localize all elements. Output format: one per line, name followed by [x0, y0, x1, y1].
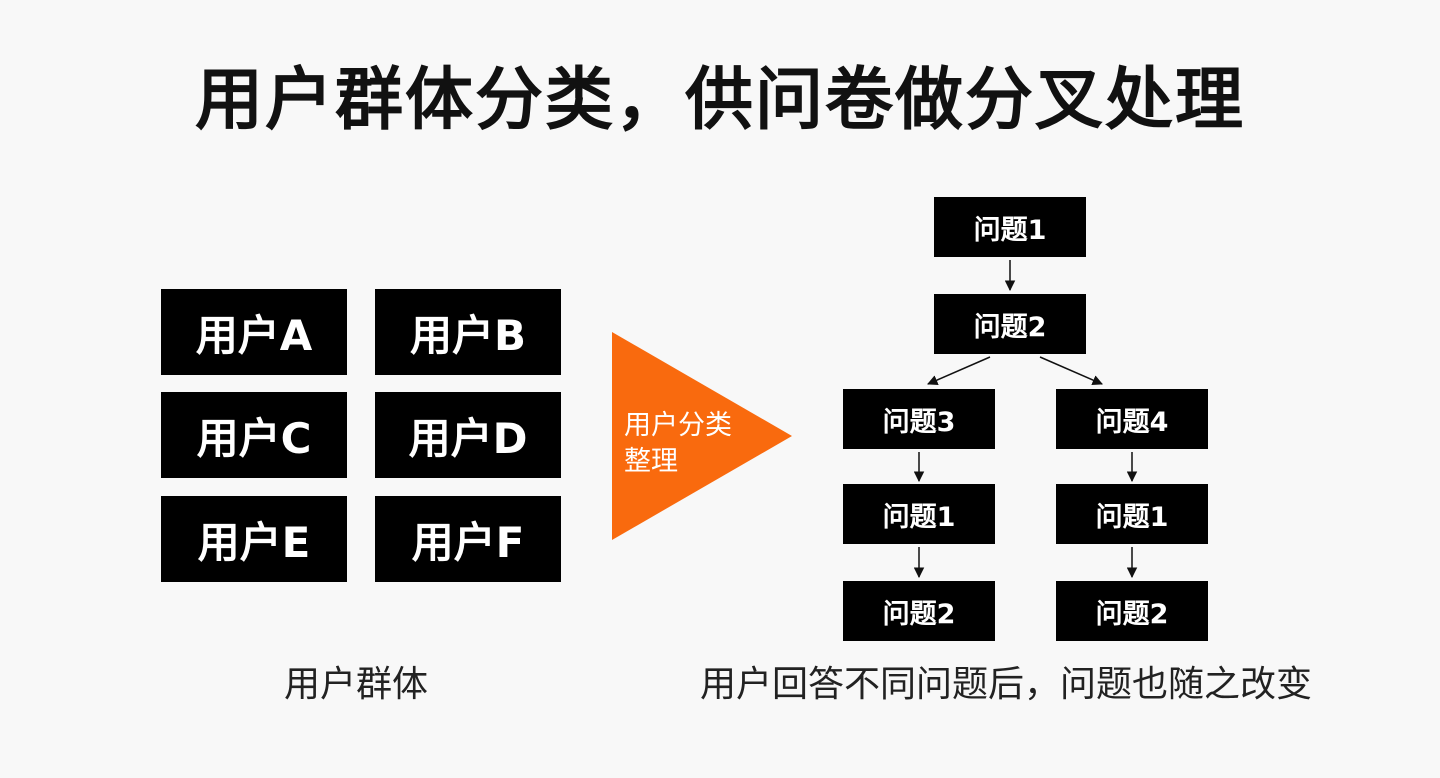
question-box-left-1: 问题3 [843, 389, 995, 449]
question-box-right-2: 问题1 [1056, 484, 1208, 544]
question-box-right-3: 问题2 [1056, 581, 1208, 641]
question-box-left-2: 问题1 [843, 484, 995, 544]
caption-question-flow: 用户回答不同问题后，问题也随之改变 [700, 664, 1313, 705]
user-box-e: 用户E [161, 496, 347, 582]
caption-user-group: 用户群体 [284, 664, 429, 705]
question-box-root-2: 问题2 [934, 294, 1086, 354]
classify-label-line2: 整理 [624, 446, 678, 477]
question-box-left-3: 问题2 [843, 581, 995, 641]
classify-label-line1: 用户分类 [624, 410, 732, 441]
arrow-split-right [1039, 356, 1103, 386]
question-box-right-1: 问题4 [1056, 389, 1208, 449]
user-box-c: 用户C [161, 392, 347, 478]
user-box-a: 用户A [161, 289, 347, 375]
classify-label: 用户分类 整理 [624, 408, 764, 480]
question-box-root-1: 问题1 [934, 197, 1086, 257]
user-box-f: 用户F [375, 496, 561, 582]
page-title: 用户群体分类，供问卷做分叉处理 [194, 61, 1245, 140]
classify-triangle [612, 332, 792, 540]
arrow-split-left [927, 356, 991, 386]
user-box-b: 用户B [375, 289, 561, 375]
user-box-d: 用户D [375, 392, 561, 478]
